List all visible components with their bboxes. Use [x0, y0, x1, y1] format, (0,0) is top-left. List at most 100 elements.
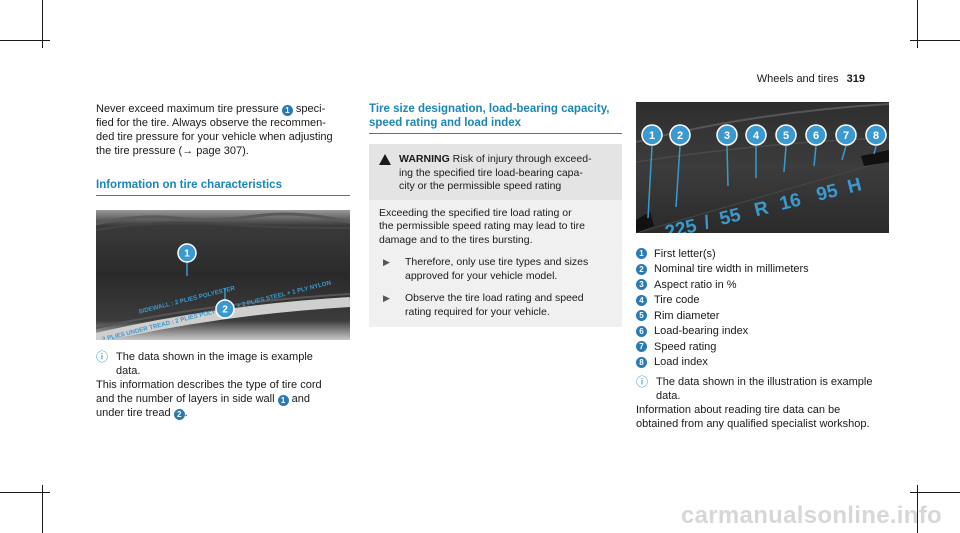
text: damage and to the tires bursting.	[379, 233, 533, 246]
legend-item: 8 Load index	[636, 355, 892, 371]
heading-rule	[96, 195, 350, 196]
text: Never exceed maximum tire pressure	[96, 103, 279, 115]
middle-column: Tire size designation, load-bearing capa…	[369, 102, 622, 327]
page-number: 319	[846, 73, 865, 85]
text: .	[184, 407, 188, 419]
text: and the number of layers in side wall	[96, 393, 275, 405]
tire-size-speed: H	[845, 174, 863, 198]
legend-label: Nominal tire width in millimeters	[654, 263, 809, 276]
heading-rule	[369, 133, 622, 134]
workshop-paragraph: Information about reading tire data can …	[636, 403, 892, 431]
tire-sidewall-image: SIDEWALL : 2 PLIES POLYESTER 2 PLIES UND…	[94, 210, 351, 343]
callout-badge: 6	[636, 325, 647, 337]
callout-6: 6	[805, 124, 827, 146]
callout-8: 8	[865, 124, 887, 146]
callout-4: 4	[745, 124, 767, 146]
text: speci-	[295, 103, 326, 115]
callout-number: 1	[649, 130, 655, 142]
note: ⓘ The data shown in the illustration is …	[636, 375, 892, 403]
callout-number: 8	[873, 130, 879, 142]
warning-bullet: ▶ Observe the tire load rating and speed…	[379, 292, 612, 319]
tire-size-rim: 16	[778, 190, 804, 215]
section-heading: Tire size designation, load-bearing capa…	[369, 102, 622, 130]
text: rating required for your vehicle.	[405, 305, 550, 318]
legend-item: 7 Speed rating	[636, 339, 892, 355]
heading-line: Tire size designation, load-bearing capa…	[369, 103, 610, 115]
legend-label: Tire code	[654, 294, 700, 307]
callout-3: 3	[716, 124, 738, 146]
warning-header: WARNING Risk of injury through exceed- i…	[369, 144, 622, 200]
legend-label: Speed rating	[654, 340, 717, 353]
text: city or the permissible speed rating	[399, 180, 562, 192]
section-heading-block: Information on tire characteristics	[96, 178, 350, 196]
callout-2: 2	[215, 299, 235, 319]
callout-badge: 5	[636, 310, 647, 322]
legend-label: Load-bearing index	[654, 325, 749, 338]
crop-mark	[917, 0, 918, 48]
legend-item: 4 Tire code	[636, 293, 892, 309]
legend-item: 6 Load-bearing index	[636, 324, 892, 340]
text: the permissible speed rating may lead to…	[379, 220, 586, 232]
text: data.	[656, 390, 681, 402]
legend-label: Rim diameter	[654, 309, 720, 322]
cord-paragraph: This information describes the type of t…	[96, 378, 350, 420]
legend-label: Aspect ratio in %	[654, 278, 737, 291]
callout-number: 5	[783, 130, 789, 142]
callout-badge: 1	[277, 395, 289, 406]
crop-mark	[42, 485, 43, 533]
text: obtained from any qualified specialist w…	[636, 418, 870, 430]
callout-number: 7	[843, 130, 849, 142]
watermark: carmanualsonline.info	[680, 502, 942, 529]
heading-line: speed rating and load index	[369, 117, 522, 129]
warning-box: WARNING Risk of injury through exceed- i…	[369, 144, 622, 327]
tire-size-image: 225 / 55 R 16 95 H 1 2 3	[635, 102, 890, 244]
tire-size-code: R	[752, 198, 771, 222]
info-icon: ⓘ	[96, 350, 109, 364]
legend-item: 3 Aspect ratio in %	[636, 277, 892, 293]
text: Information about reading tire data can …	[636, 404, 841, 416]
text: Exceeding the specified tire load rating…	[379, 206, 572, 219]
callout-2: 2	[669, 124, 691, 146]
callout-badge: 8	[636, 356, 647, 368]
legend-label: Load index	[654, 356, 708, 369]
text: ded tire pressure for your vehicle when …	[96, 131, 333, 143]
callout-1: 1	[177, 243, 197, 263]
warning-title: WARNING	[399, 153, 450, 165]
arrow-icon: ▶	[383, 257, 390, 267]
legend-item: 5 Rim diameter	[636, 308, 892, 324]
warning-icon	[379, 154, 391, 165]
info-icon: ⓘ	[636, 375, 649, 389]
text: fied for the tire. Always observe the re…	[96, 117, 326, 129]
callout-badge: 4	[636, 294, 647, 306]
crop-mark	[0, 492, 50, 493]
callout-badge: 7	[636, 341, 647, 353]
text: The data shown in the image is example	[116, 351, 313, 363]
tire-sidewall-illustration: SIDEWALL : 2 PLIES POLYESTER 2 PLIES UND…	[94, 210, 351, 343]
callout-number: 2	[677, 130, 683, 142]
text: data.	[116, 365, 141, 377]
text: approved for your vehicle model.	[405, 269, 558, 282]
text: Therefore, only use tire types and sizes	[405, 256, 589, 268]
callout-badge: 3	[636, 279, 647, 291]
callout-number: 6	[813, 130, 819, 142]
crop-mark	[42, 0, 43, 48]
legend-label: First letter(s)	[654, 247, 716, 260]
callout-badge: 1	[636, 248, 647, 260]
text: ing the specified tire load-bearing capa…	[399, 166, 583, 179]
callout-number: 3	[724, 130, 730, 142]
crop-mark	[910, 40, 960, 41]
callout-1: 1	[641, 124, 663, 146]
text: The data shown in the illustration is ex…	[656, 376, 873, 388]
intro-paragraph: Never exceed maximum tire pressure 1 spe…	[96, 102, 350, 158]
right-column: 225 / 55 R 16 95 H 1 2 3	[635, 102, 892, 431]
callout-number: 1	[184, 249, 190, 260]
text: under tire tread	[96, 407, 171, 419]
crop-mark	[910, 492, 960, 493]
callout-number: 4	[753, 130, 760, 142]
text: Risk of injury through exceed-	[452, 153, 592, 165]
section-title: Wheels and tires	[756, 73, 839, 85]
tire-size-illustration: 225 / 55 R 16 95 H 1 2 3	[635, 102, 890, 244]
note: ⓘ The data shown in the image is example…	[96, 350, 350, 378]
